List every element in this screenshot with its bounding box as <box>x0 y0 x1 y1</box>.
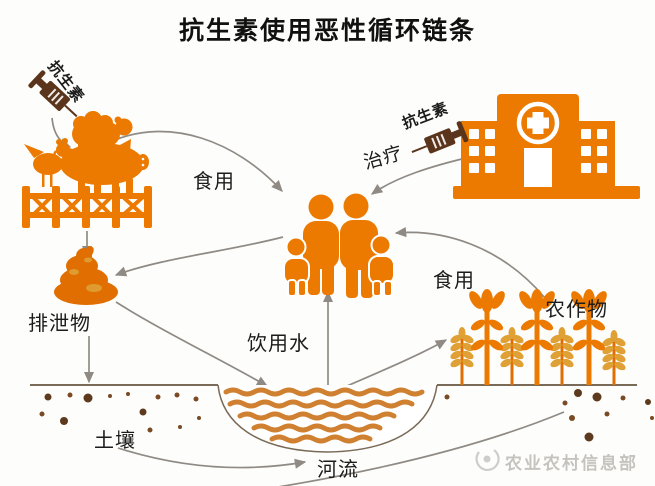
arrow-soil-to-river <box>117 447 307 469</box>
drinking-water-label: 饮用水 <box>247 333 310 355</box>
excrement-label: 排泄物 <box>28 313 91 335</box>
river-icon <box>217 384 438 453</box>
hospital-syringe-icon <box>411 121 469 154</box>
crops-icon <box>450 289 626 385</box>
arrow-crops-to-family <box>394 227 546 299</box>
arrow-livestock-to-family <box>114 130 283 192</box>
eat-from-crops-label: 食用 <box>433 270 475 292</box>
tulip-crop-icon <box>469 289 607 385</box>
arrow-family-to-excrement <box>114 236 284 277</box>
arrow-river-to-crops <box>332 339 448 393</box>
poop-icon <box>54 246 118 305</box>
family-icon <box>283 193 395 298</box>
watermark-text: 农业农村信息部 <box>505 454 638 473</box>
diagram-title: 抗生素使用恶性循环链条 <box>178 17 476 45</box>
flow-arrows <box>51 117 565 486</box>
arrow-excrement-to-river <box>115 301 269 387</box>
river-label: 河流 <box>317 459 359 481</box>
curve-river-runoff <box>278 411 565 486</box>
arrow-hospital-to-family <box>370 156 471 195</box>
hospital-icon <box>453 94 640 199</box>
soil-dots <box>39 389 654 442</box>
watermark-logo-icon <box>475 449 500 472</box>
eat-from-livestock-label: 食用 <box>193 171 235 193</box>
farm-syringe-icon <box>28 70 78 118</box>
wheat-icon <box>450 327 626 385</box>
crops-label: 农作物 <box>545 299 608 321</box>
soil-label: 土壤 <box>94 430 136 452</box>
fence-icon <box>22 186 152 228</box>
sheep-icon <box>72 111 133 157</box>
